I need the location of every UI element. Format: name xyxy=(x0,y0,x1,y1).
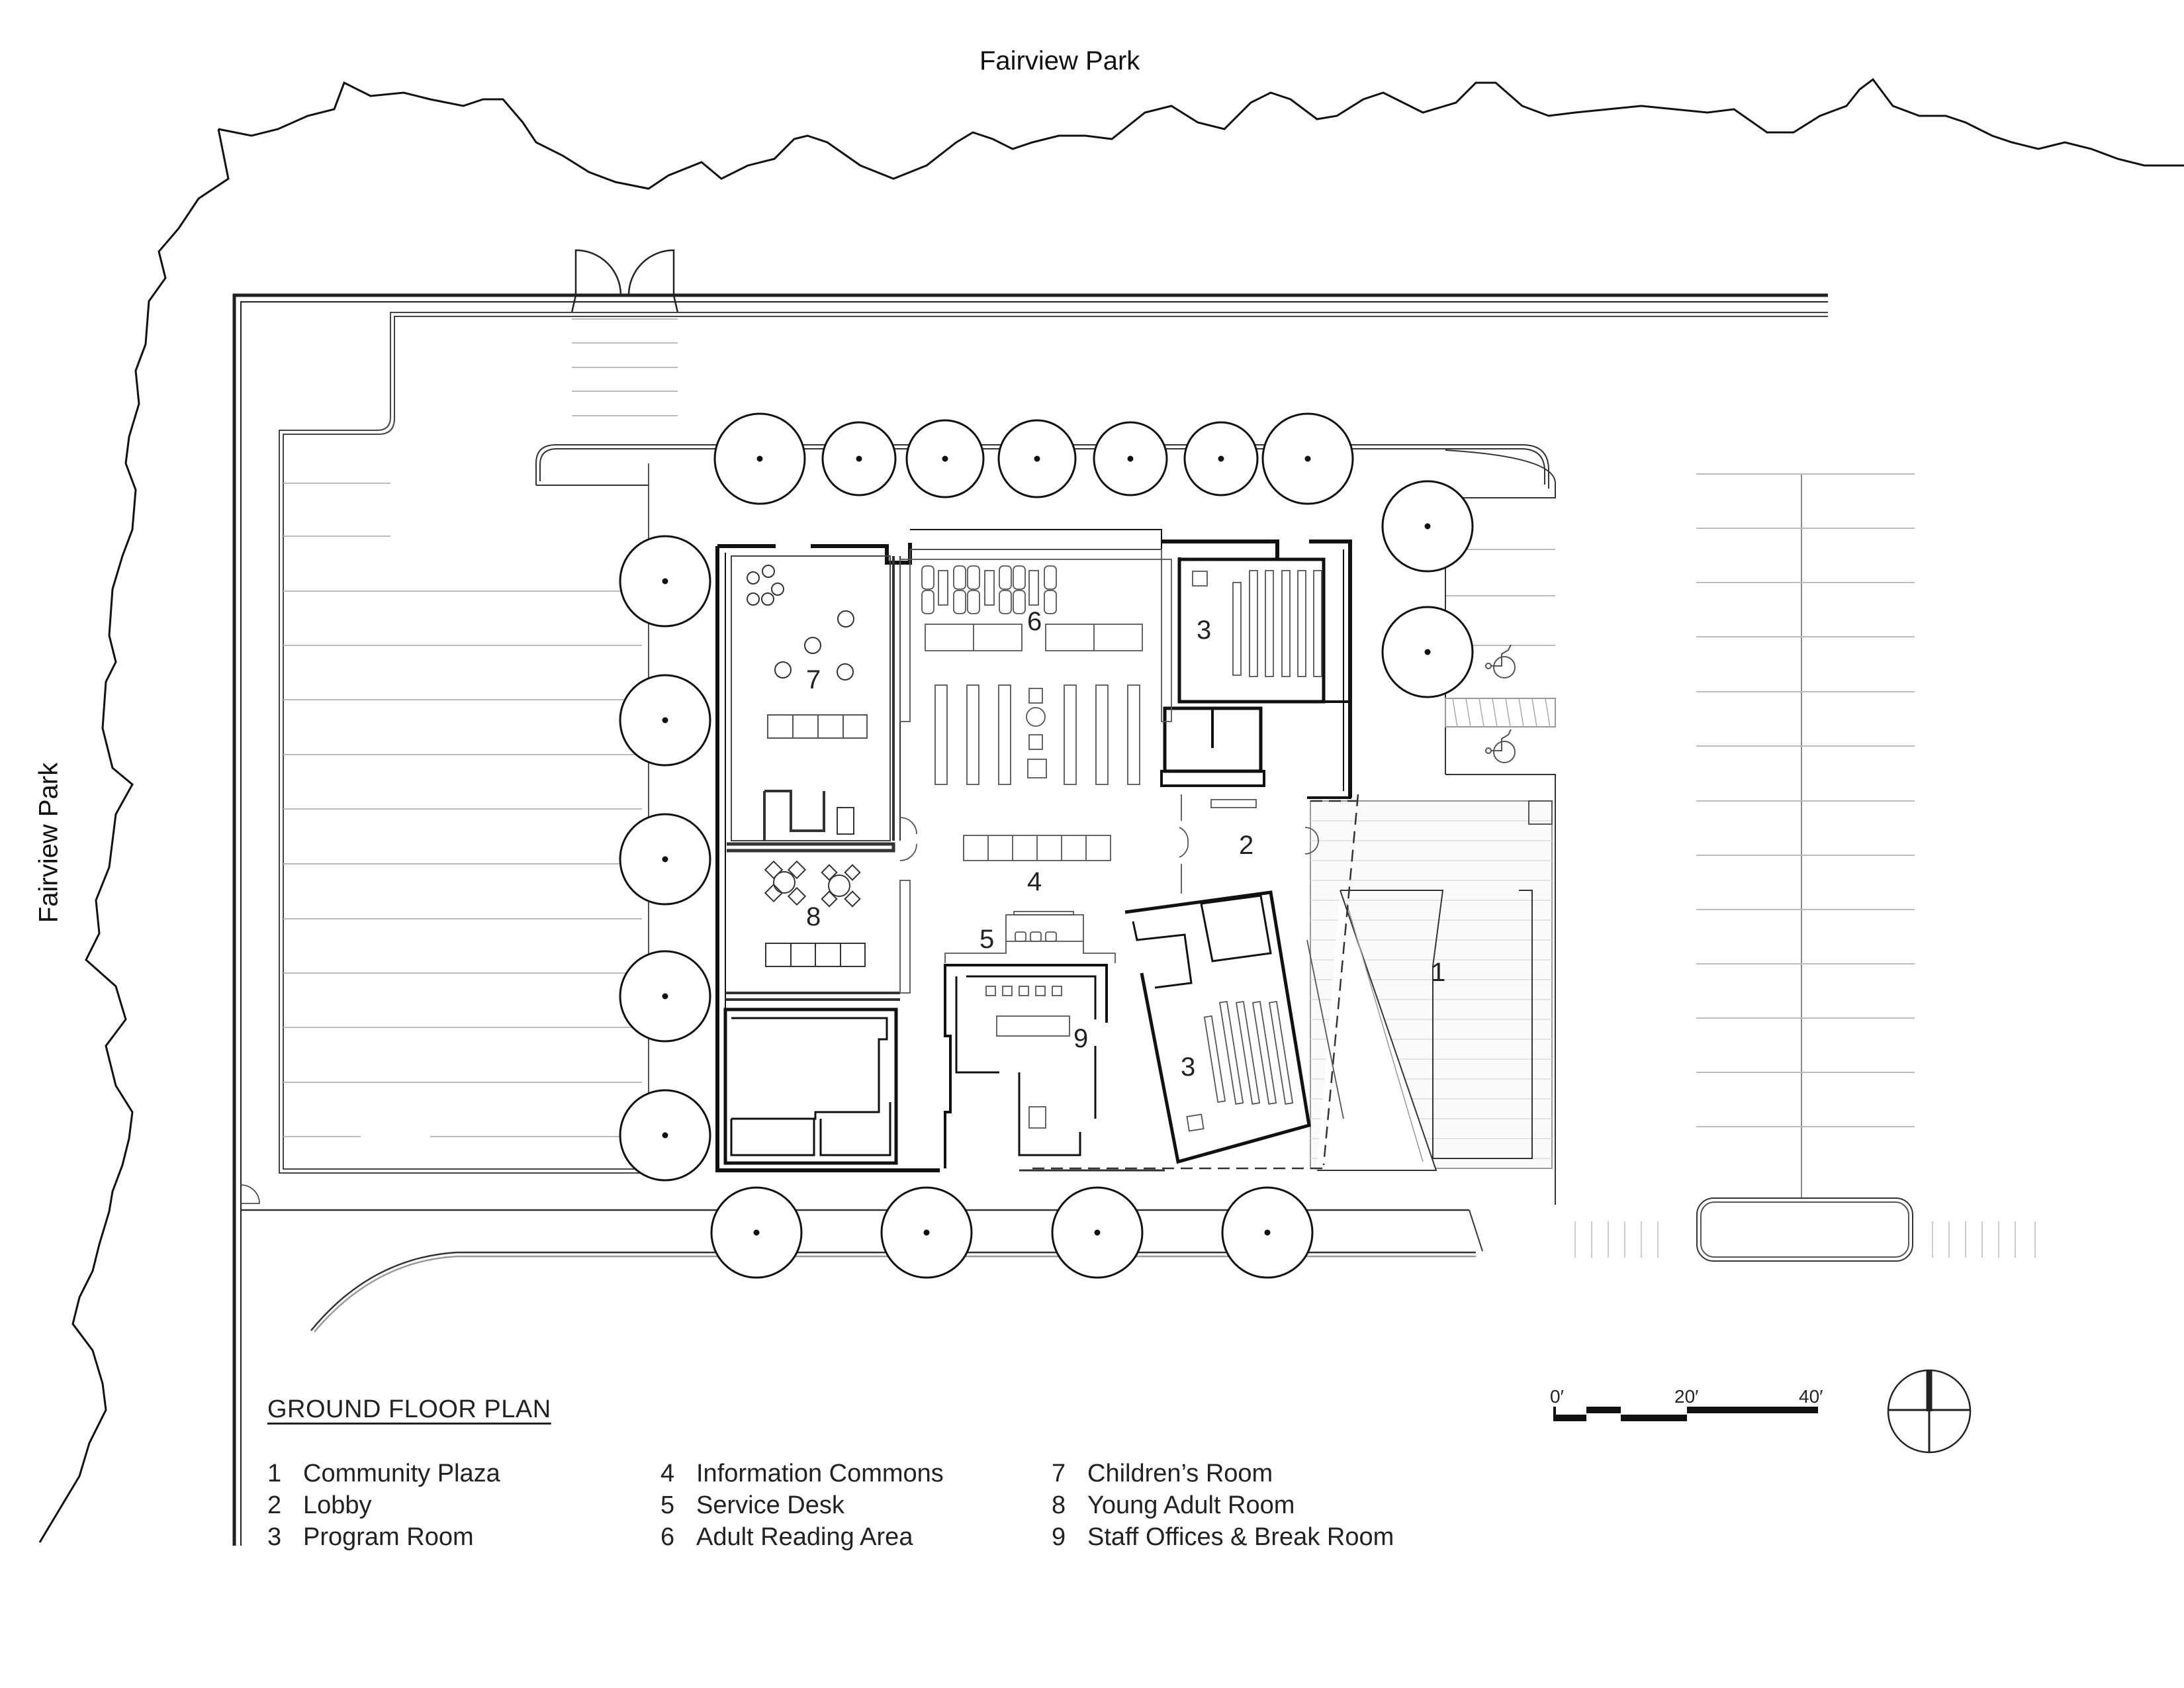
room-tag-program-room-south: 3 xyxy=(1181,1053,1195,1082)
park-treeline-top xyxy=(38,128,230,1543)
tree-canopy-icon xyxy=(619,674,711,767)
tree-canopy-icon xyxy=(880,1186,973,1279)
legend-number: 2 xyxy=(267,1491,282,1519)
lounge-chairs xyxy=(921,565,1057,614)
service-rooms-southwest xyxy=(723,1008,898,1165)
reading-tables xyxy=(925,624,1143,651)
tree-canopy-icon xyxy=(1221,1186,1314,1279)
room-tag-childrens-room: 7 xyxy=(806,665,821,694)
lobby xyxy=(1179,794,1319,894)
tree-canopy-icon xyxy=(619,1089,711,1182)
legend-label: Program Room xyxy=(303,1523,474,1551)
legend-label: Staff Offices & Break Room xyxy=(1087,1523,1394,1551)
legend-label: Service Desk xyxy=(696,1491,844,1519)
program-room-south xyxy=(1124,890,1344,1164)
legend-number: 1 xyxy=(267,1460,282,1487)
legend-number: 3 xyxy=(267,1523,282,1551)
legend-item: 3 Program Room xyxy=(267,1521,500,1553)
legend-item: 8 Young Adult Room xyxy=(1052,1489,1394,1521)
legend-item: 5 Service Desk xyxy=(660,1489,944,1521)
tree-canopy-icon xyxy=(619,813,711,906)
north-arrow-icon xyxy=(1887,1369,1972,1454)
legend-number: 5 xyxy=(660,1491,675,1519)
legend-item: 7 Children’s Room xyxy=(1052,1458,1394,1489)
site-boundary xyxy=(232,293,1828,1546)
plan-title: GROUND FLOOR PLAN xyxy=(267,1395,551,1423)
room-tag-community-plaza: 1 xyxy=(1431,958,1445,987)
book-stacks xyxy=(934,684,1140,785)
room-tag-young-adult-room: 8 xyxy=(806,902,821,931)
parking-lot-right xyxy=(1574,473,2036,1262)
tree-canopy-icon xyxy=(1381,480,1474,573)
room-tag-lobby: 2 xyxy=(1239,831,1253,860)
program-room-north xyxy=(1192,570,1322,677)
tree-canopy-icon xyxy=(821,421,897,496)
tree-canopy-icon xyxy=(1093,421,1168,496)
tree-canopy-icon xyxy=(619,950,711,1043)
tree-canopy-icon xyxy=(710,1186,803,1279)
tree-canopy-icon xyxy=(1261,412,1354,505)
room-tag-adult-reading-area: 6 xyxy=(1027,607,1042,636)
wheelchair-icon xyxy=(1485,729,1516,763)
legend-number: 6 xyxy=(660,1523,675,1551)
legend-item: 6 Adult Reading Area xyxy=(660,1521,944,1553)
legend-column-1: 1 Community Plaza 2 Lobby 3 Program Room xyxy=(267,1458,500,1553)
information-commons xyxy=(899,817,1111,994)
wheelchair-icon xyxy=(1485,644,1516,679)
tree-canopy-icon xyxy=(905,419,985,498)
adult-reading-area xyxy=(899,549,1172,785)
legend-number: 8 xyxy=(1052,1491,1066,1519)
tree-canopy-icon xyxy=(619,535,711,628)
trees xyxy=(619,412,1474,1279)
legend-number: 4 xyxy=(660,1460,675,1487)
legend-column-2: 4 Information Commons 5 Service Desk 6 Adul… xyxy=(660,1458,944,1553)
tree-canopy-icon xyxy=(1381,606,1474,698)
young-adult-room xyxy=(725,860,900,1001)
legend-column-3: 7 Children’s Room 8 Young Adult Room 9 Staf… xyxy=(1052,1458,1394,1553)
scale-label-20: 20′ xyxy=(1674,1386,1699,1407)
legend-label: Lobby xyxy=(303,1491,372,1519)
room-tag-information-commons: 4 xyxy=(1027,867,1042,896)
tree-canopy-icon xyxy=(1183,421,1259,496)
legend-label: Community Plaza xyxy=(303,1460,500,1487)
childrens-room xyxy=(727,555,901,853)
legend-item: 1 Community Plaza xyxy=(267,1458,500,1489)
room-tag-program-room-north: 3 xyxy=(1197,616,1211,645)
building-exterior-walls xyxy=(715,529,1352,1172)
scale-label-0: 0′ xyxy=(1550,1386,1564,1407)
scale-label-40: 40′ xyxy=(1799,1386,1823,1407)
legend-item: 9 Staff Offices & Break Room xyxy=(1052,1521,1394,1553)
community-plaza xyxy=(1032,794,1553,1171)
tree-canopy-icon xyxy=(997,419,1077,498)
room-tag-staff-offices: 9 xyxy=(1073,1024,1088,1053)
site-entry-gate xyxy=(570,249,679,416)
legend-label: Information Commons xyxy=(696,1460,944,1487)
legend-label: Children’s Room xyxy=(1087,1460,1273,1487)
scale-bar xyxy=(1553,1407,1818,1421)
room-tag-service-desk: 5 xyxy=(979,925,994,954)
staff-offices xyxy=(944,964,1165,1172)
park-treeline-top-edge xyxy=(218,77,2184,190)
legend-item: 2 Lobby xyxy=(267,1489,500,1521)
legend-item: 4 Information Commons xyxy=(660,1458,944,1489)
tree-canopy-icon xyxy=(1051,1186,1144,1279)
service-desk xyxy=(944,911,1116,963)
legend-label: Young Adult Room xyxy=(1087,1491,1295,1519)
park-label-top: Fairview Park xyxy=(979,46,1140,75)
tree-canopy-icon xyxy=(713,412,806,505)
legend-number: 9 xyxy=(1052,1523,1066,1551)
legend-label: Adult Reading Area xyxy=(696,1523,913,1551)
legend-number: 7 xyxy=(1052,1460,1066,1487)
